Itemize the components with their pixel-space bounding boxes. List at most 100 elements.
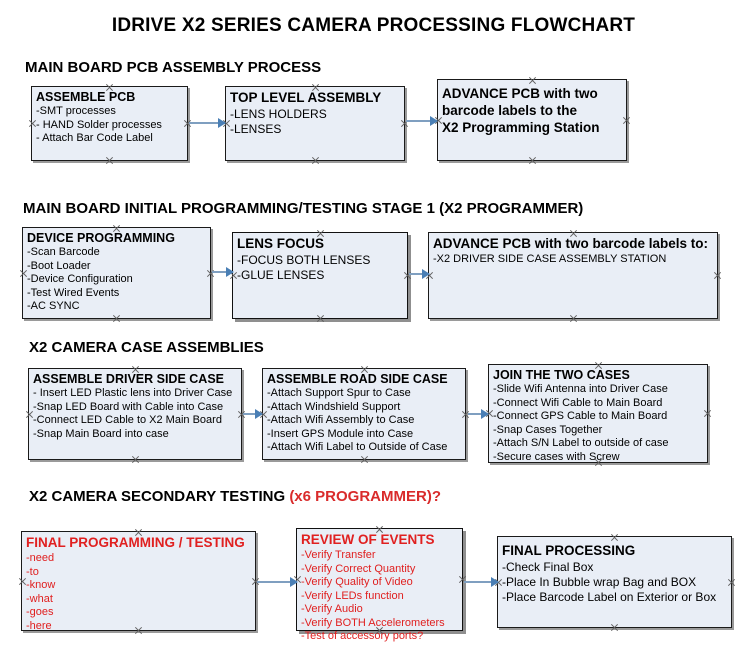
- node-assemble-driver-side-case[interactable]: ASSEMBLE DRIVER SIDE CASE - Insert LED P…: [28, 368, 242, 460]
- connection-handle-bottom[interactable]: [316, 314, 325, 323]
- section-heading-text: X2 CAMERA SECONDARY TESTING: [29, 488, 290, 505]
- connection-handle-top[interactable]: [528, 76, 537, 85]
- node-title: TOP LEVEL ASSEMBLY: [230, 90, 382, 105]
- node-assemble-road-side-case[interactable]: ASSEMBLE ROAD SIDE CASE -Attach Support …: [262, 368, 466, 460]
- node-title: ASSEMBLE PCB: [36, 90, 136, 104]
- node-line: -X2 DRIVER SIDE CASE ASSEMBLY STATION: [433, 253, 667, 265]
- node-line: -Attach Wifi Label to Outside of Case: [267, 441, 448, 453]
- section-heading-text: MAIN BOARD PCB ASSEMBLY PROCESS: [25, 59, 322, 76]
- node-line: -Device Configuration: [27, 273, 133, 285]
- node-title: ADVANCE PCB with two barcode labels to:: [433, 236, 709, 251]
- connector-assemble-pcb-to-top-level-assembly: [189, 118, 226, 128]
- arrow-head-icon: [290, 577, 298, 587]
- arrow-head-icon: [255, 409, 263, 419]
- connection-handle-bottom[interactable]: [528, 156, 537, 165]
- node-join-the-two-cases[interactable]: JOIN THE TWO CASES -Slide Wifi Antenna i…: [488, 364, 708, 463]
- page-title: IDRIVE X2 SERIES CAMERA PROCESSING FLOWC…: [111, 15, 636, 36]
- section-heading-main-board-pcb-assembly: MAIN BOARD PCB ASSEMBLY PROCESS: [25, 59, 321, 76]
- node-line: -Place Barcode Label on Exterior or Box: [502, 590, 717, 604]
- node-title: ASSEMBLE DRIVER SIDE CASE: [33, 372, 225, 386]
- node-line: -Secure cases with Screw: [493, 450, 620, 463]
- node-line: -what: [26, 592, 53, 605]
- connection-handle-top[interactable]: [610, 533, 619, 542]
- node-title: LENS FOCUS: [237, 236, 325, 251]
- node-device-programming[interactable]: DEVICE PROGRAMMING -Scan Barcode -Boot L…: [22, 227, 211, 319]
- node-line: -Slide Wifi Antenna into Driver Case: [493, 383, 668, 395]
- node-line: -know: [26, 579, 56, 591]
- node-review-of-events[interactable]: REVIEW OF EVENTS -Verify Transfer -Verif…: [296, 528, 463, 642]
- connection-handle-bottom[interactable]: [105, 156, 114, 165]
- node-line: - Insert LED Plastic lens into Driver Ca…: [33, 387, 233, 399]
- connection-handle-bottom[interactable]: [131, 455, 140, 464]
- connection-handle-bottom[interactable]: [569, 314, 578, 323]
- node-line: -Attach Wifi Assembly to Case: [267, 414, 415, 426]
- node-assemble-pcb[interactable]: ASSEMBLE PCB -SMT processes - HAND Solde…: [31, 86, 188, 161]
- node-line: -Scan Barcode: [27, 246, 100, 258]
- node-title: REVIEW OF EVENTS: [301, 532, 435, 547]
- node-line: -Snap Main Board into case: [33, 427, 169, 440]
- connection-handle-bottom[interactable]: [610, 623, 619, 632]
- node-line: -FOCUS BOTH LENSES: [237, 253, 371, 267]
- connector-review-of-events-to-final-processing: [464, 577, 499, 587]
- node-line: -Connect Wifi Cable to Main Board: [493, 396, 663, 409]
- node-line: -Verify LEDs function: [301, 589, 404, 602]
- node-title: JOIN THE TWO CASES: [493, 368, 630, 382]
- node-line: -Verify BOTH Accelerometers: [301, 616, 445, 629]
- node-line: -Connect GPS Cable to Main Board: [493, 410, 668, 422]
- connector-final-programming-to-review-of-events: [257, 577, 298, 587]
- node-title-line2: barcode labels to the: [442, 103, 578, 118]
- arrow-head-icon: [226, 267, 234, 277]
- node-title: FINAL PROCESSING: [502, 543, 636, 558]
- connection-handle-bottom[interactable]: [112, 314, 121, 323]
- node-line: -SMT processes: [36, 105, 116, 117]
- node-line: -Connect LED Cable to X2 Main Board: [33, 414, 222, 426]
- node-line: -Snap LED Board with Cable into Case: [33, 400, 224, 413]
- node-title: ADVANCE PCB with two: [442, 86, 598, 101]
- node-line: -goes: [26, 606, 54, 618]
- section-heading-main-board-initial-programming: MAIN BOARD INITIAL PROGRAMMING/TESTING S…: [23, 200, 583, 217]
- connection-handle-right[interactable]: [713, 271, 722, 280]
- node-line: -Verify Transfer: [301, 549, 376, 561]
- node-line: -Attach S/N Label to outside of case: [493, 437, 669, 449]
- node-final-programming-testing[interactable]: FINAL PROGRAMMING / TESTING -need -to -k…: [21, 531, 256, 632]
- node-line: -Boot Loader: [27, 259, 91, 272]
- section-heading-accent: (x6 PROGRAMMER)?: [289, 488, 441, 505]
- connector-driver-case-to-road-case: [243, 409, 263, 419]
- node-title-line3: X2 Programming Station: [442, 120, 600, 135]
- connection-handle-bottom[interactable]: [311, 156, 320, 165]
- connector-top-level-assembly-to-advance-pcb: [406, 116, 438, 126]
- connector-road-case-to-join-cases: [468, 409, 489, 419]
- arrow-head-icon: [481, 409, 489, 419]
- node-line: -LENSES: [230, 122, 282, 136]
- node-line: -Insert GPS Module into Case: [267, 427, 414, 440]
- node-line: -Verify Quality of Video: [301, 576, 413, 588]
- node-line: -GLUE LENSES: [237, 268, 325, 282]
- node-line: -need: [26, 552, 55, 564]
- connector-device-programming-to-lens-focus: [212, 267, 234, 277]
- node-title: FINAL PROGRAMMING / TESTING: [26, 535, 245, 550]
- node-advance-pcb-driver-side-case[interactable]: ADVANCE PCB with two barcode labels to: …: [428, 232, 718, 319]
- node-top-level-assembly[interactable]: TOP LEVEL ASSEMBLY -LENS HOLDERS -LENSES: [225, 86, 405, 161]
- connector-lens-focus-to-advance-pcb: [409, 269, 430, 279]
- arrow-head-icon: [422, 269, 430, 279]
- node-title: ASSEMBLE ROAD SIDE CASE: [267, 372, 448, 386]
- node-line: -Test Wired Events: [27, 286, 120, 299]
- node-title: DEVICE PROGRAMMING: [27, 231, 175, 245]
- node-line-overflow: -Test of accessory ports?: [301, 630, 424, 642]
- node-advance-pcb-x2-programming-station[interactable]: ADVANCE PCB with two barcode labels to t…: [437, 79, 627, 161]
- node-line: -Place In Bubble wrap Bag and BOX: [502, 575, 697, 589]
- node-line: -Check Final Box: [502, 560, 594, 574]
- node-line: -AC SYNC: [27, 300, 80, 312]
- node-line: -Attach Support Spur to Case: [267, 387, 411, 399]
- node-line: -Snap Cases Together: [493, 423, 603, 436]
- section-heading-x2-camera-secondary-testing: X2 CAMERA SECONDARY TESTING (x6 PROGRAMM…: [29, 488, 441, 505]
- node-line: -Verify Correct Quantity: [301, 562, 416, 575]
- arrow-head-icon: [430, 116, 438, 126]
- node-lens-focus[interactable]: LENS FOCUS -FOCUS BOTH LENSES -GLUE LENS…: [232, 232, 408, 319]
- node-final-processing[interactable]: FINAL PROCESSING -Check Final Box -Place…: [497, 536, 732, 628]
- connection-handle-bottom[interactable]: [360, 455, 369, 464]
- section-heading-x2-camera-case-assemblies: X2 CAMERA CASE ASSEMBLIES: [29, 339, 264, 356]
- arrow-head-icon: [218, 118, 226, 128]
- node-line: -Verify Audio: [301, 603, 363, 615]
